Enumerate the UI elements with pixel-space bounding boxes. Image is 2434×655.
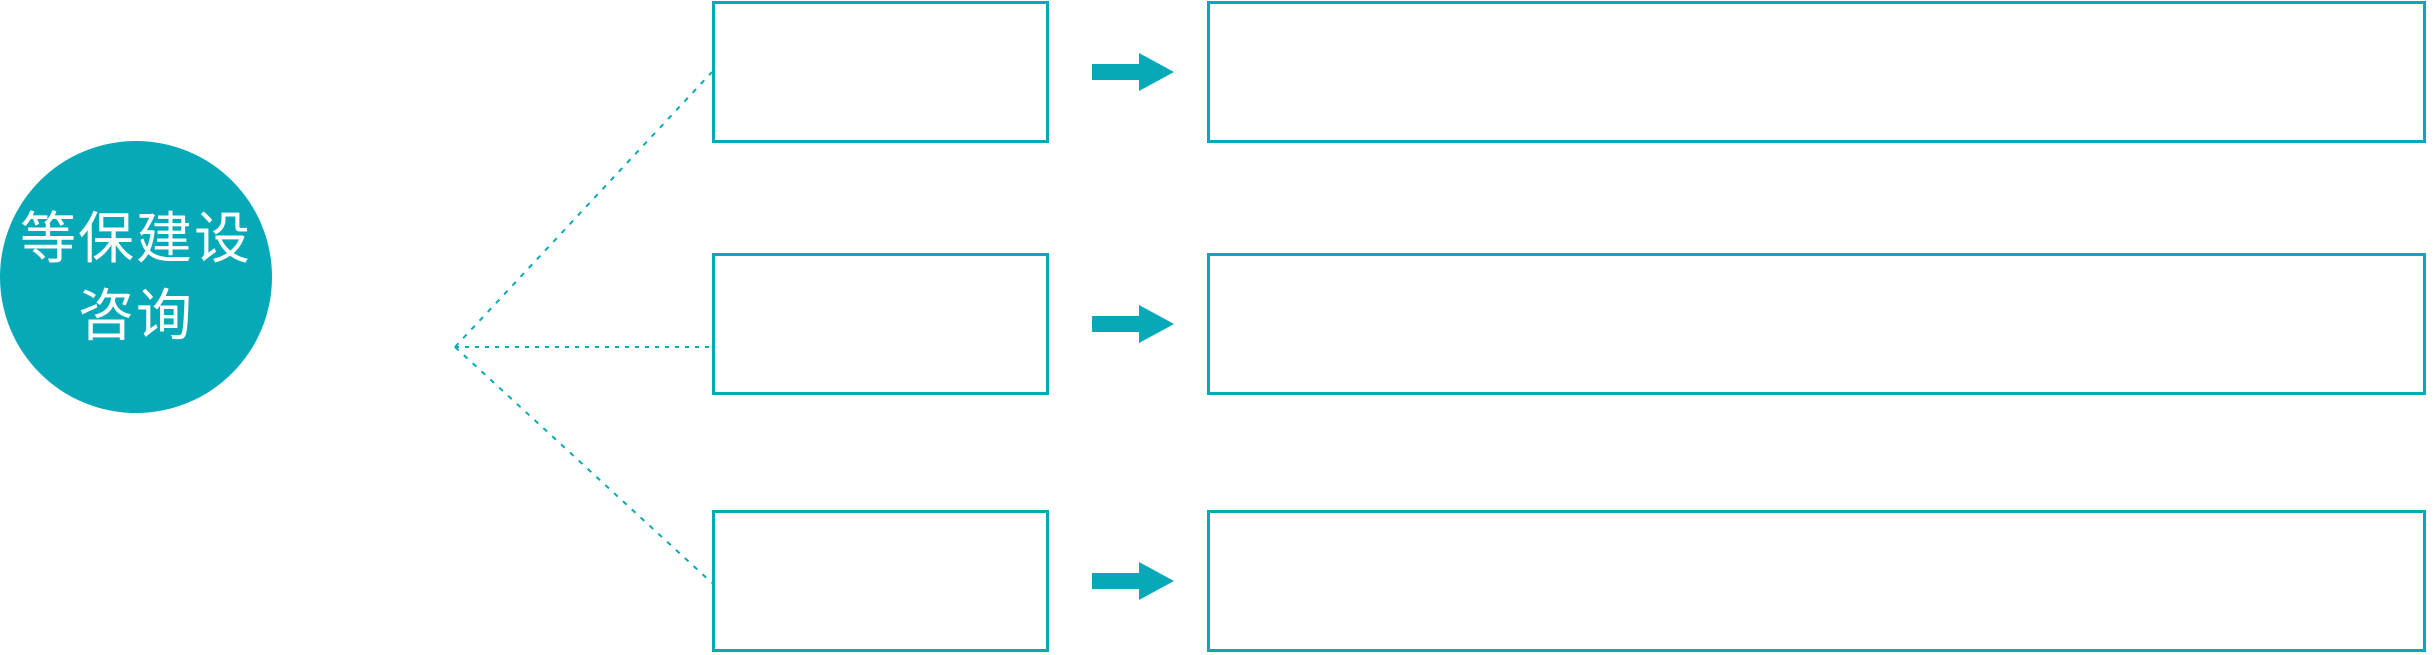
hub-circle[interactable]: 等保建设 咨询 — [0, 141, 272, 413]
stage-box-row-2[interactable] — [712, 253, 1049, 395]
detail-box-row-1[interactable] — [1207, 1, 2426, 143]
detail-box-row-3[interactable] — [1207, 510, 2426, 652]
detail-box-row-2[interactable] — [1207, 253, 2426, 395]
arrow-right-icon-row-2 — [1092, 305, 1174, 343]
hub-label-line-2: 咨询 — [78, 284, 194, 347]
connector-line-row-3 — [454, 346, 713, 584]
arrow-right-icon-row-1 — [1092, 53, 1174, 91]
connector-line-row-1 — [454, 71, 713, 348]
stage-box-row-3[interactable] — [712, 510, 1049, 652]
hub-label-line-1: 等保建设 — [20, 206, 252, 270]
arrow-right-icon-row-3 — [1092, 562, 1174, 600]
stage-box-row-1[interactable] — [712, 1, 1049, 143]
